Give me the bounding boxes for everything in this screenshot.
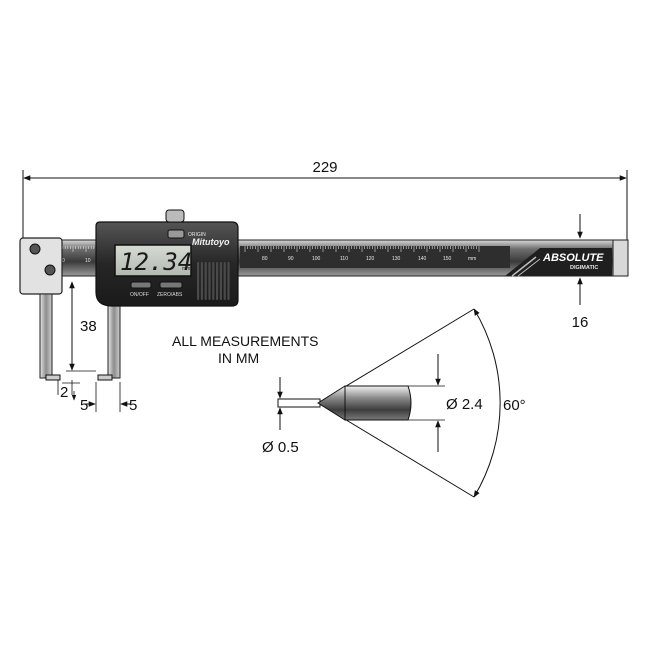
screw-icon xyxy=(44,264,56,276)
tip-large-diameter-label: Ø 2.4 xyxy=(446,396,483,413)
grip-ridges xyxy=(197,262,230,300)
series-subtitle: DIGIMATIC xyxy=(570,265,598,271)
measurement-note-line1: ALL MEASUREMENTS xyxy=(172,333,319,349)
series-title: ABSOLUTE xyxy=(542,252,604,264)
jaw-width-left-label: 5 xyxy=(80,397,88,414)
scale-label-130: 130 xyxy=(392,256,401,262)
overall-length-label: 229 xyxy=(312,159,337,176)
beam-height-label: 16 xyxy=(572,314,589,331)
grip-ridge xyxy=(219,262,222,300)
origin-label: ORIGIN xyxy=(188,232,206,238)
scale-label-80: 80 xyxy=(262,256,268,262)
grip-ridge xyxy=(227,262,230,300)
display-unit: mm xyxy=(182,266,190,272)
beam-height-dimension: 16 xyxy=(572,214,589,331)
scale-label-150: 150 xyxy=(443,256,452,262)
absolute-logo: ABSOLUTE DIGIMATIC xyxy=(505,248,612,277)
jaw-width-right-label: 5 xyxy=(129,397,137,414)
tip-detail: 60° Ø 2.4 Ø 0.5 xyxy=(262,308,526,498)
jaw-tip-label: 2 xyxy=(60,384,68,401)
jaw-height-label: 38 xyxy=(80,318,97,335)
caliper: 0 10 80 90 100 110 120 130 140 150 mm AB… xyxy=(19,209,629,379)
moving-jaw xyxy=(107,295,121,379)
grip-ridge xyxy=(200,262,203,300)
tip-pin xyxy=(277,398,321,408)
onoff-label: ON/OFF xyxy=(130,292,149,298)
tip-angle-label: 60° xyxy=(503,397,526,414)
scale-label-10: 10 xyxy=(85,258,91,264)
tip-cone xyxy=(317,385,346,421)
zero-abs-label: ZERO/ABS xyxy=(157,292,183,298)
overall-length-dimension: 229 xyxy=(22,159,628,240)
lcd-display xyxy=(114,244,192,277)
scale-label-0: 0 xyxy=(62,258,65,264)
tip-small-diameter-label: Ø 0.5 xyxy=(262,439,299,456)
beam-end-cap xyxy=(612,239,629,277)
scale-unit: mm xyxy=(468,256,476,262)
zero-abs-button[interactable] xyxy=(159,281,183,289)
grip-ridge xyxy=(208,262,211,300)
fixed-jaw-head xyxy=(19,237,63,295)
grip-ridge xyxy=(204,262,207,300)
origin-button[interactable] xyxy=(167,229,185,239)
grip-ridge xyxy=(197,262,200,300)
scale-label-120: 120 xyxy=(366,256,375,262)
grip-ridge xyxy=(212,262,215,300)
scale-label-90: 90 xyxy=(288,256,294,262)
thumb-roller[interactable] xyxy=(165,209,185,223)
onoff-button[interactable] xyxy=(130,281,152,289)
tip-cylinder xyxy=(344,385,412,421)
fixed-jaw xyxy=(39,293,53,379)
jaw-width-dimensions: 5 5 xyxy=(80,382,137,414)
jaw-height-dimension: 38 xyxy=(66,281,97,372)
jaw-tips: 2 xyxy=(45,374,113,401)
scale-strip xyxy=(240,246,510,268)
measurement-note-line2: IN MM xyxy=(218,350,259,366)
grip-ridge xyxy=(223,262,226,300)
brand-label: Mitutoyo xyxy=(192,237,230,247)
display-reading: 12.34 xyxy=(120,248,192,276)
grip-ridge xyxy=(216,262,219,300)
scale-label-110: 110 xyxy=(340,256,348,262)
screw-icon xyxy=(29,243,41,255)
scale-label-140: 140 xyxy=(418,256,427,262)
scale-label-100: 100 xyxy=(312,256,321,262)
